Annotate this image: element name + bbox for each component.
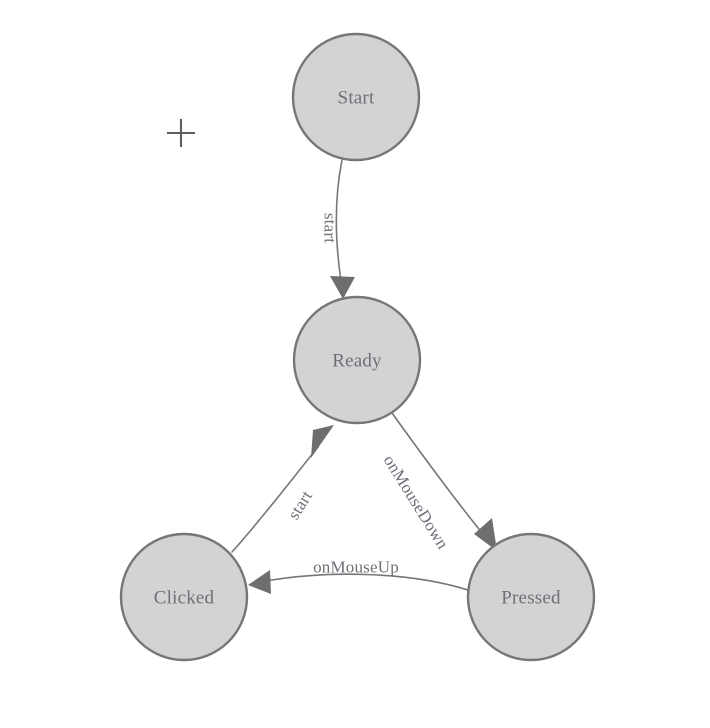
edge-clicked-to-ready[interactable]: start <box>231 425 334 553</box>
node-label-start: Start <box>338 88 375 109</box>
node-ready[interactable]: Ready <box>292 295 422 425</box>
plus-marker-icon[interactable] <box>167 119 195 147</box>
edge-start-to-ready[interactable]: start <box>321 159 356 299</box>
edge-label-pressed-to-clicked: onMouseUp <box>313 558 399 577</box>
arrowhead-pressed-to-clicked <box>248 570 271 594</box>
edge-path-start-to-ready <box>335 159 343 282</box>
node-clicked[interactable]: Clicked <box>119 532 249 662</box>
node-label-pressed: Pressed <box>501 588 561 609</box>
edge-label-ready-to-pressed: onMouseDown <box>380 452 453 553</box>
node-start[interactable]: Start <box>291 32 421 162</box>
node-label-ready: Ready <box>332 351 382 372</box>
node-circle-pressed[interactable] <box>466 532 596 662</box>
node-circle-ready[interactable] <box>292 295 422 425</box>
node-circle-clicked[interactable] <box>119 532 249 662</box>
edge-label-start-to-ready: start <box>321 213 340 243</box>
edge-path-ready-to-pressed <box>391 412 488 540</box>
edge-pressed-to-clicked[interactable]: onMouseUp <box>248 558 469 595</box>
edge-path-pressed-to-clicked <box>265 573 469 591</box>
edge-label-clicked-to-ready: start <box>284 487 316 523</box>
edge-path-clicked-to-ready <box>231 446 319 553</box>
node-label-clicked: Clicked <box>154 588 215 609</box>
arrowhead-ready-to-pressed <box>474 518 497 551</box>
node-circle-start[interactable] <box>291 32 421 162</box>
edge-ready-to-pressed[interactable]: onMouseDown <box>380 412 497 553</box>
arrowhead-clicked-to-ready <box>311 425 334 458</box>
arrowhead-start-to-ready <box>330 276 355 299</box>
node-pressed[interactable]: Pressed <box>466 532 596 662</box>
